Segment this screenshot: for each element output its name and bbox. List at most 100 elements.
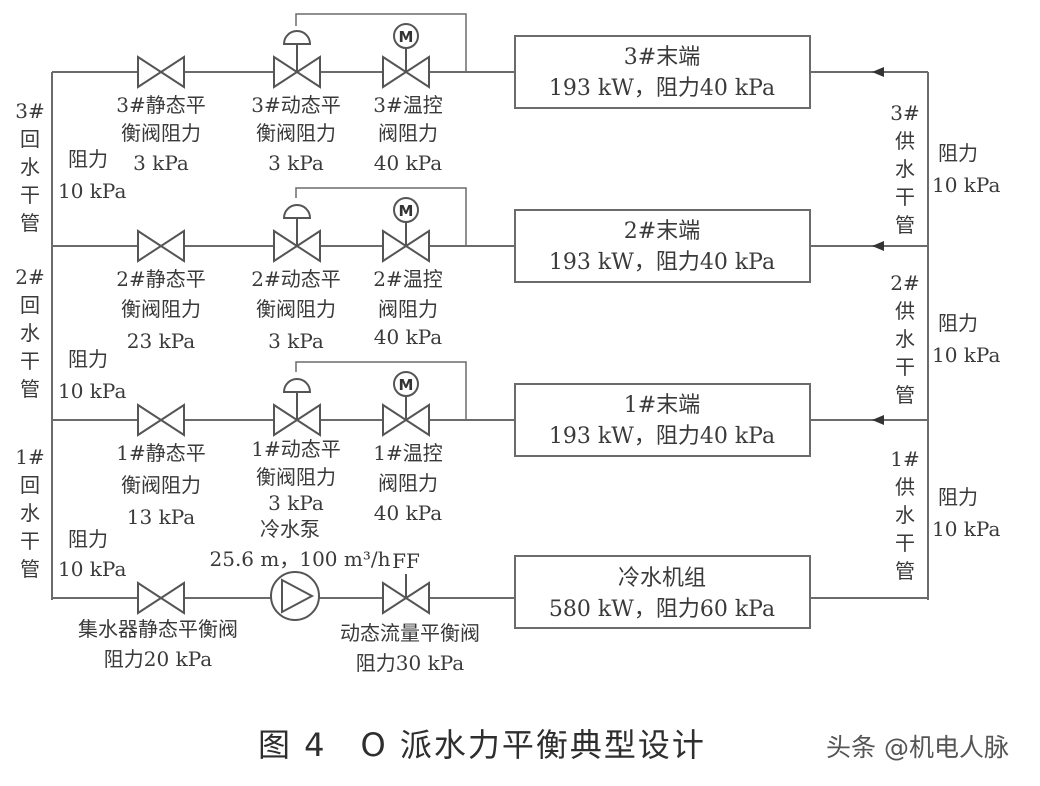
dv2-label-1: 2#动态平 [251,267,340,291]
return-1-resistance-1: 阻力 [68,527,108,551]
ff-label: FF [392,549,420,573]
supply-1-label-3: 水 [895,503,915,527]
motor-icon: M [399,376,414,394]
dynamic-flow-valve [382,574,430,615]
supply-1-resistance-1: 阻力 [938,485,978,509]
terminal-3: 3#末端 193 kW，阻力40 kPa [514,35,811,109]
return-2-resistance-1: 阻力 [68,347,108,371]
sv3-label-1: 3#静态平 [116,93,205,117]
tv3-label-1: 3#温控 [373,93,442,117]
supply-2-label-5: 管 [895,383,915,407]
return-2-label-1: 2# [15,265,44,289]
tv3-label-2: 阀阻力 [378,121,438,145]
return-1-label-2: 回 [20,473,40,497]
return-1-label-4: 干 [20,529,40,553]
static-valve-2 [137,229,185,263]
pump-label-1: 冷水泵 [260,517,320,541]
supply-1-label-1: 1# [890,447,919,471]
collector-valve-label-1: 集水器静态平衡阀 [78,617,238,641]
supply-1-label-5: 管 [895,559,915,583]
return-2-label-3: 水 [20,321,40,345]
return-3-label-2: 回 [20,127,40,151]
pump-icon [270,571,320,621]
sv1-label-2: 衡阀阻力 [121,473,201,497]
supply-3-resistance-2: 10 kPa [932,173,1000,197]
return-2-label-5: 管 [20,377,40,401]
supply-1-label-2: 供 [895,475,915,499]
supply-1-label-4: 干 [895,531,915,555]
impulse-line-3 [295,13,467,72]
dv1-label-2: 衡阀阻力 [256,465,336,489]
terminal-2-name: 2#末端 [624,219,700,244]
sv1-label-3: 13 kPa [127,505,195,529]
return-3-label-3: 水 [20,155,40,179]
flow-arrow-3 [872,67,884,77]
supply-3-label-4: 干 [895,185,915,209]
dv2-label-2: 衡阀阻力 [256,297,336,321]
return-1-label-1: 1# [15,445,44,469]
chiller-spec: 580 kW，阻力60 kPa [549,597,775,622]
supply-3-resistance-1: 阻力 [938,141,978,165]
sv2-label-1: 2#静态平 [116,267,205,291]
supply-3-label-3: 水 [895,157,915,181]
dv2-label-3: 3 kPa [268,329,324,353]
dv3-label-1: 3#动态平 [251,93,340,117]
dynamic-valve-2 [273,204,321,263]
flow-arrow-1 [872,415,884,425]
tv1-label-2: 阀阻力 [378,471,438,495]
return-2-resistance-2: 10 kPa [58,379,126,403]
static-valve-1 [137,403,185,437]
dv1-label-3: 3 kPa [268,491,324,515]
return-main-labels: 3# 回 水 干 管 阻力 10 kPa 2# 回 水 干 管 阻力 10 kP… [15,99,126,581]
return-3-resistance-1: 阻力 [68,147,108,171]
tv1-label-3: 40 kPa [374,501,442,525]
tv1-label-1: 1#温控 [373,441,442,465]
return-3-resistance-2: 10 kPa [58,179,126,203]
impulse-line-2 [295,187,467,246]
dynamic-valve-3 [273,30,321,89]
supply-2-label-4: 干 [895,355,915,379]
dv1-label-1: 1#动态平 [251,437,340,461]
watermark: 头条 @机电人脉 [826,733,1009,762]
tv3-label-3: 40 kPa [374,151,442,175]
motor-icon: M [399,202,414,220]
return-3-label-1: 3# [15,99,44,123]
supply-3-label-2: 供 [895,129,915,153]
return-3-label-4: 干 [20,183,40,207]
sv1-label-1: 1#静态平 [116,441,205,465]
motor-icon: M [399,28,414,46]
thermostatic-valve-1: M [382,371,430,437]
figure-caption: 图 4 O 派水力平衡典型设计 [258,726,706,764]
supply-2-label-3: 水 [895,327,915,351]
supply-2-resistance-2: 10 kPa [932,343,1000,367]
return-1-label-5: 管 [20,557,40,581]
terminal-2-spec: 193 kW，阻力40 kPa [549,250,775,275]
sv2-label-3: 23 kPa [127,329,195,353]
hydraulic-diagram: 3#末端 193 kW，阻力40 kPa 2#末端 193 kW，阻力40 kP… [15,13,1000,675]
supply-1-resistance-2: 10 kPa [932,517,1000,541]
return-2-label-4: 干 [20,349,40,373]
supply-3-label-1: 3# [890,101,919,125]
valve-labels: 3#静态平 衡阀阻力 3 kPa 3#动态平 衡阀阻力 3 kPa 3#温控 阀… [78,93,480,675]
terminal-1-name: 1#末端 [624,393,700,418]
supply-2-label-1: 2# [890,271,919,295]
tv2-label-1: 2#温控 [373,267,442,291]
sv3-label-3: 3 kPa [133,151,189,175]
supply-3-label-5: 管 [895,213,915,237]
tv2-label-2: 阀阻力 [378,297,438,321]
impulse-line-1 [295,361,467,420]
return-3-label-5: 管 [20,211,40,235]
collector-valve-label-2: 阻力20 kPa [104,647,212,671]
terminal-3-name: 3#末端 [624,45,700,70]
supply-2-resistance-1: 阻力 [938,311,978,335]
return-1-resistance-2: 10 kPa [58,557,126,581]
pump-label-2: 25.6 m，100 m³/h [210,547,391,571]
supply-2-label-2: 供 [895,299,915,323]
flow-arrow-2 [872,241,884,251]
sv2-label-2: 衡阀阻力 [121,297,201,321]
flow-valve-label-2: 阻力30 kPa [356,651,464,675]
terminal-3-spec: 193 kW，阻力40 kPa [549,76,775,101]
dv3-label-2: 衡阀阻力 [256,121,336,145]
terminal-2: 2#末端 193 kW，阻力40 kPa [514,209,811,283]
